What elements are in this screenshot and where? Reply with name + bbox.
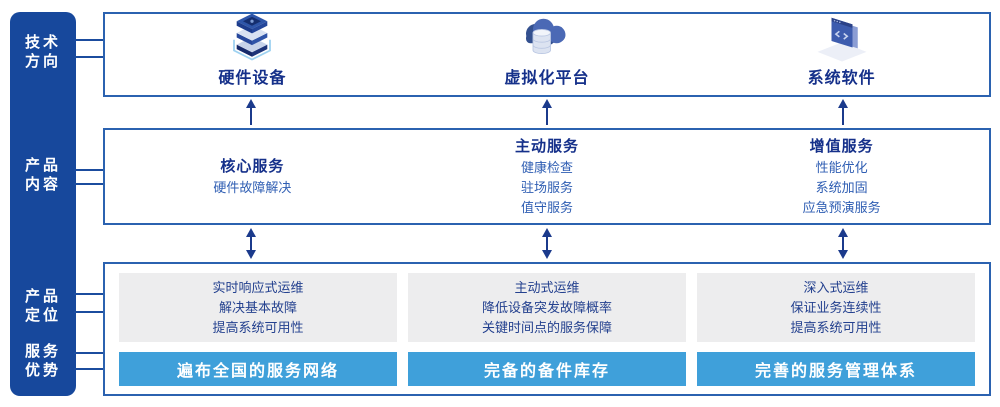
double-arrow-row <box>103 228 991 259</box>
server-stack-icon <box>223 12 281 62</box>
connector-line <box>74 293 105 295</box>
service-column-proactive: 主动服务 健康检查 驻场服务 值守服务 <box>400 130 695 223</box>
sidebar-label-product-positioning: 产品 定位 <box>10 287 76 325</box>
positioning-column: 深入式运维 保证业务连续性 提高系统可用性 完善的服务管理体系 <box>697 273 975 386</box>
connector-line <box>74 352 105 354</box>
positioning-line: 提高系统可用性 <box>790 319 882 335</box>
service-item: 值守服务 <box>521 200 574 215</box>
double-arrow-icon <box>246 228 256 259</box>
positioning-line: 关键时间点的服务保障 <box>481 319 612 335</box>
tech-item-label: 系统软件 <box>807 70 876 87</box>
advantage-bar: 完善的服务管理体系 <box>697 352 975 386</box>
service-title: 主动服务 <box>515 138 580 155</box>
service-column-value-added: 增值服务 性能优化 系统加固 应急预演服务 <box>694 130 989 223</box>
connector-line <box>74 169 105 171</box>
positioning-panel: 主动式运维 降低设备突发故障概率 关键时间点的服务保障 <box>408 273 686 343</box>
double-arrow-icon <box>838 228 848 259</box>
tech-item-label: 硬件设备 <box>218 70 287 87</box>
advantage-bar: 遍布全国的服务网络 <box>119 352 397 386</box>
positioning-panel: 实时响应式运维 解决基本故障 提高系统可用性 <box>119 273 397 343</box>
positioning-column: 实时响应式运维 解决基本故障 提高系统可用性 遍布全国的服务网络 <box>119 273 397 386</box>
connector-line <box>74 39 105 41</box>
connector-line <box>74 311 105 313</box>
positioning-panel: 深入式运维 保证业务连续性 提高系统可用性 <box>697 273 975 343</box>
service-item: 健康检查 <box>521 160 574 175</box>
positioning-line: 主动式运维 <box>514 279 580 295</box>
connector-line <box>74 368 105 370</box>
up-arrow-icon <box>246 99 256 125</box>
service-title: 核心服务 <box>220 158 285 175</box>
connector-line <box>74 183 105 185</box>
sidebar-label-product-content: 产品 内容 <box>10 156 76 194</box>
cloud-database-icon <box>519 14 575 62</box>
double-arrow-icon <box>542 228 552 259</box>
positioning-column: 主动式运维 降低设备突发故障概率 关键时间点的服务保障 完备的备件库存 <box>408 273 686 386</box>
service-item: 系统加固 <box>815 180 868 195</box>
tech-item-system-software: 系统软件 <box>694 14 989 95</box>
connector-line <box>74 56 105 58</box>
positioning-line: 解决基本故障 <box>218 299 297 315</box>
up-arrow-icon <box>838 99 848 125</box>
sidebar-label-line: 方向 <box>24 53 61 70</box>
tech-item-virtualization: 虚拟化平台 <box>400 14 695 95</box>
sidebar-label-line: 内容 <box>24 176 61 193</box>
positioning-advantage-box: 实时响应式运维 解决基本故障 提高系统可用性 遍布全国的服务网络 主动式运维 降… <box>103 262 991 396</box>
sidebar-label-line: 定位 <box>24 307 61 324</box>
sidebar-label-tech-direction: 技术 方向 <box>10 33 76 71</box>
sidebar-label-line: 技术 <box>24 34 61 51</box>
advantage-bar: 完备的备件库存 <box>408 352 686 386</box>
positioning-line: 保证业务连续性 <box>790 299 882 315</box>
sidebar-label-line: 优势 <box>24 362 61 379</box>
service-item: 性能优化 <box>815 160 868 175</box>
service-item: 驻场服务 <box>521 180 574 195</box>
service-title: 增值服务 <box>809 138 874 155</box>
service-column-core: 核心服务 硬件故障解决 <box>105 130 400 223</box>
code-window-icon <box>814 12 870 62</box>
up-arrow-row <box>103 99 991 125</box>
positioning-line: 深入式运维 <box>803 279 869 295</box>
sidebar-label-service-advantage: 服务 优势 <box>10 342 76 380</box>
tech-item-label: 虚拟化平台 <box>504 70 590 87</box>
positioning-line: 实时响应式运维 <box>212 279 304 295</box>
sidebar-label-line: 产品 <box>24 288 61 305</box>
product-content-box: 核心服务 硬件故障解决 主动服务 健康检查 驻场服务 值守服务 增值服务 性能优… <box>103 128 991 225</box>
positioning-line: 降低设备突发故障概率 <box>481 299 612 315</box>
up-arrow-icon <box>542 99 552 125</box>
tech-item-hardware: 硬件设备 <box>105 12 400 95</box>
sidebar-label-line: 产品 <box>24 157 61 174</box>
sidebar: 技术 方向 产品 内容 产品 定位 服务 优势 <box>10 12 76 396</box>
sidebar-label-line: 服务 <box>24 343 61 360</box>
service-item: 应急预演服务 <box>802 200 881 215</box>
positioning-line: 提高系统可用性 <box>212 319 304 335</box>
service-item: 硬件故障解决 <box>213 180 292 195</box>
tech-direction-box: 硬件设备 虚拟化平台 <box>103 12 991 97</box>
